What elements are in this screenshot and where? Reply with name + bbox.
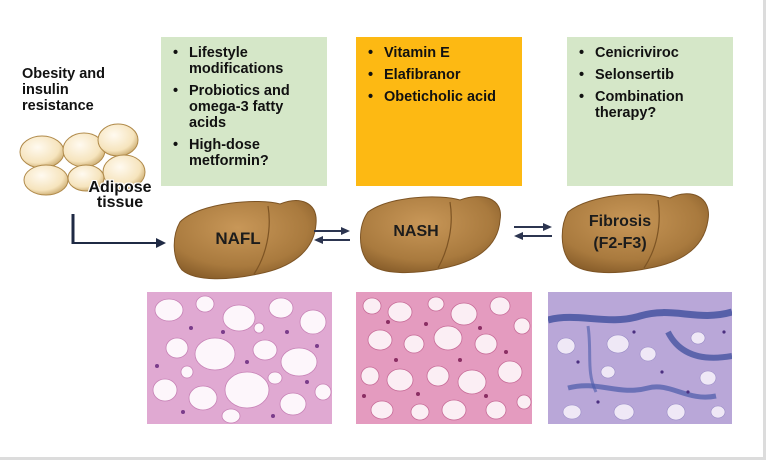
- liver-nafl: NAFL: [173, 200, 317, 280]
- stage-label-fibrosis-grade: (F2-F3): [593, 235, 646, 252]
- treatment-item: Elafibranor: [368, 67, 512, 83]
- frame-border-bottom: [0, 457, 766, 460]
- treatment-item: Combination therapy?: [579, 89, 723, 121]
- treatment-item: Cenicriviroc: [579, 45, 723, 61]
- reversible-arrow: [514, 223, 552, 240]
- adipose-line: tissue: [96, 194, 144, 211]
- liver-fibrosis: Fibrosis (F2-F3): [561, 193, 709, 274]
- flow-arrow: [71, 214, 166, 248]
- adipose-line: Adipose: [88, 179, 152, 196]
- treatment-item: High-dose metformin?: [173, 137, 317, 169]
- stage-label-nafl: NAFL: [215, 229, 260, 248]
- stage-label-nash: NASH: [393, 223, 438, 240]
- frame-border-right: [763, 0, 766, 460]
- histology-fibrosis-image: [548, 292, 732, 424]
- treatment-box-nafl: Lifestyle modifications Probiotics and o…: [161, 37, 327, 186]
- liver-nash: NASH: [360, 196, 501, 274]
- treatment-item: Vitamin E: [368, 45, 512, 61]
- treatment-box-fibrosis: Cenicriviroc Selonsertib Combination the…: [567, 37, 733, 186]
- adipose-cells: [19, 123, 146, 196]
- obesity-line: resistance: [22, 98, 94, 114]
- obesity-label: Obesity and insulin resistance: [22, 66, 142, 114]
- obesity-line: insulin: [22, 82, 69, 98]
- treatment-item: Probiotics and omega-3 fatty acids: [173, 83, 317, 131]
- obesity-line: Obesity and: [22, 66, 105, 82]
- histology-nafl-image: [147, 292, 332, 424]
- treatment-box-nash: Vitamin E Elafibranor Obeticholic acid: [356, 37, 522, 186]
- treatment-item: Obeticholic acid: [368, 89, 512, 105]
- stage-label-fibrosis: Fibrosis: [589, 213, 651, 230]
- reversible-arrow: [314, 227, 350, 244]
- treatment-item: Lifestyle modifications: [173, 45, 317, 77]
- adipose-label: Adipose tissue: [75, 179, 165, 211]
- treatment-item: Selonsertib: [579, 67, 723, 83]
- histology-nash-image: [356, 292, 532, 424]
